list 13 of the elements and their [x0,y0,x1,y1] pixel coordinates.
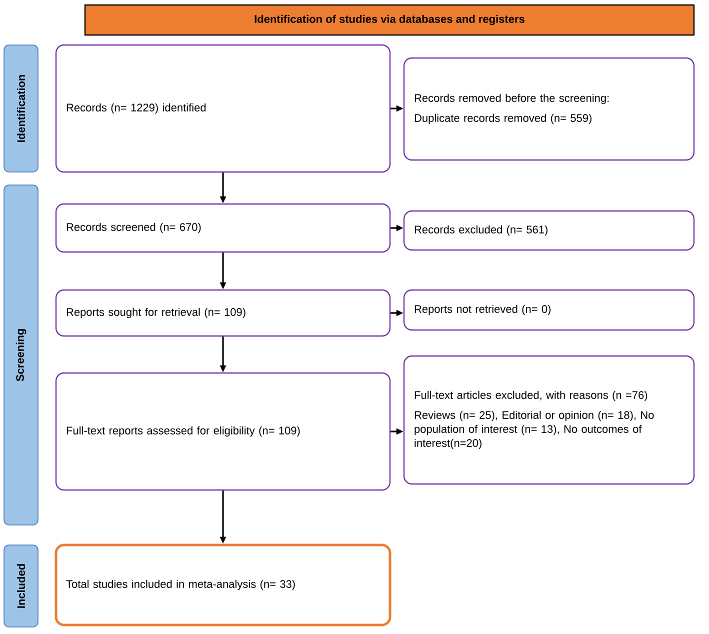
result-box: Total studies included in meta-analysis (n= 33) [54,544,392,626]
process-box: Reports sought for retrieval (n= 109) [55,289,391,337]
stage-band: Included [4,544,38,628]
header-bar: Identification of studies via databases and registers [84,4,695,36]
process-box: Full-text articles excluded, with reasons (n =76) Reviews (n= 25), Editorial or opinion (n= 18), No population of interest (n= 13), No outcomes of interest(n=20) [403,355,695,485]
process-box: Records screened (n= 670) [55,203,391,253]
process-box: Records removed before the screening: Duplicate records removed (n= 559) [403,57,695,161]
process-box: Full-text reports assessed for eligibility (n= 109) [55,372,391,491]
process-box: Reports not retrieved (n= 0) [403,289,695,331]
process-box: Records (n= 1229) identified [55,44,391,173]
process-box: Records excluded (n= 561) [403,210,695,251]
stage-band: Screening [4,184,38,526]
stage-band: Identification [4,44,38,172]
